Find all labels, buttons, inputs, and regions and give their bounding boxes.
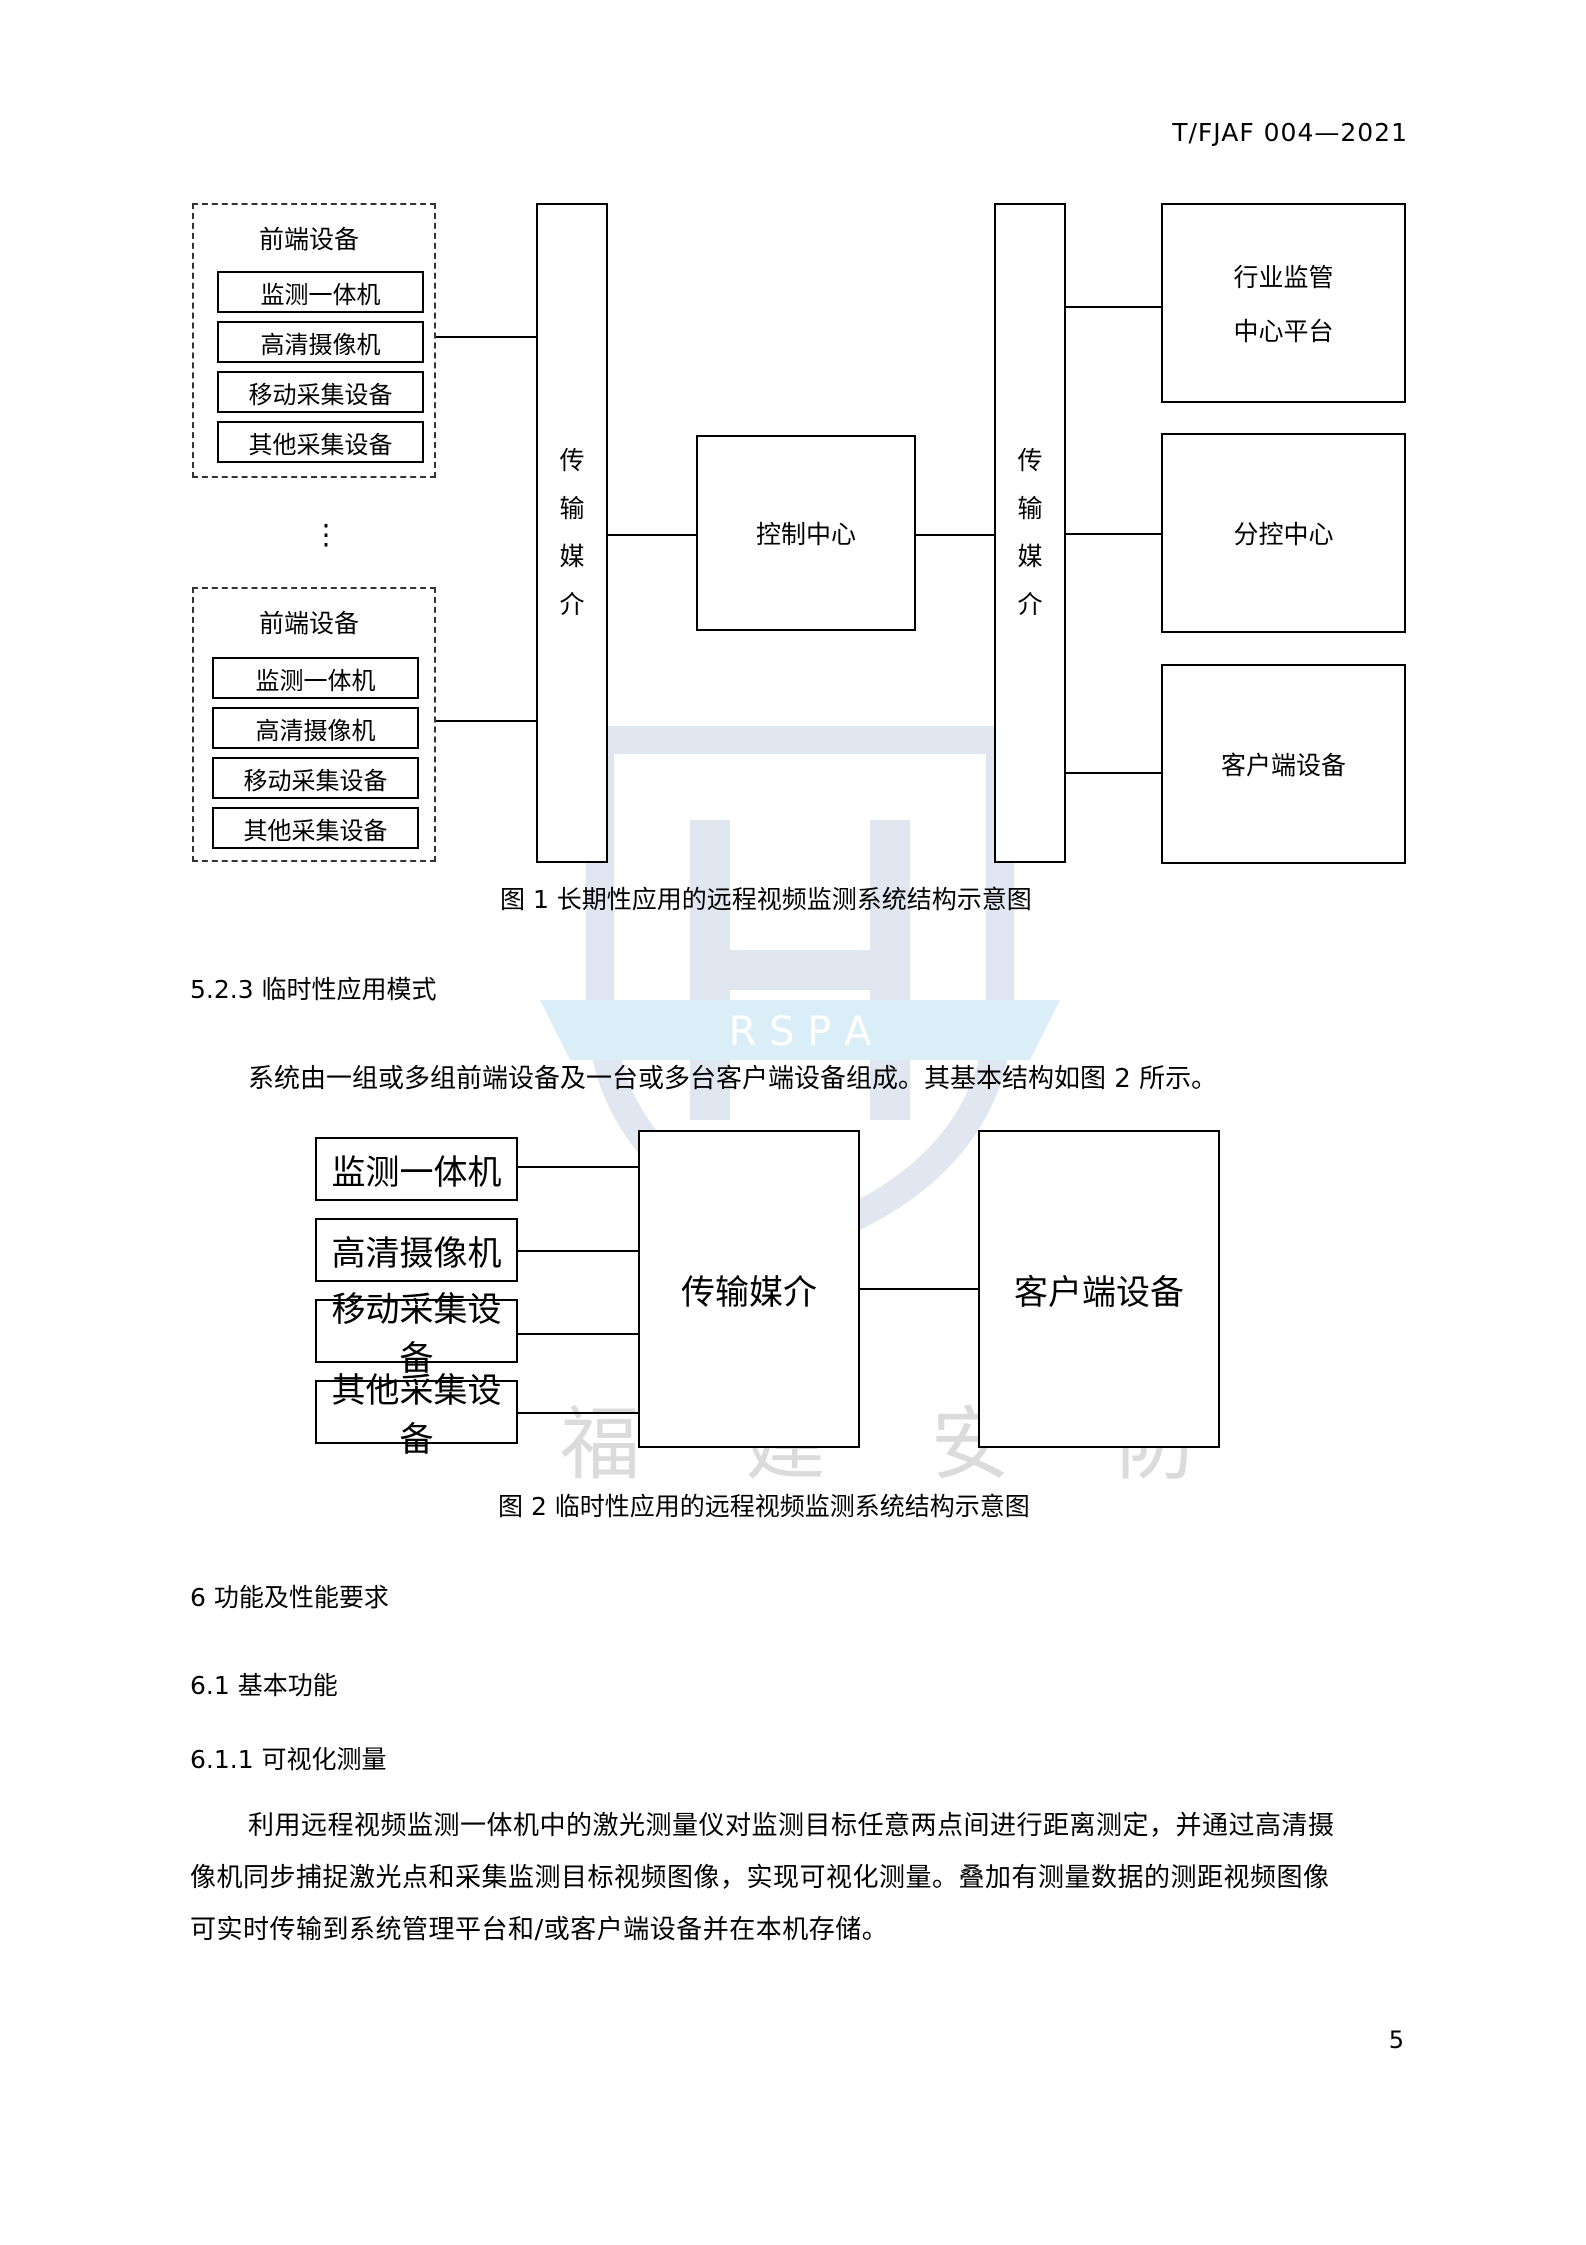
client-device-box: 客户端设备 [1161, 664, 1406, 864]
fig2-item-other: 其他采集设备 [315, 1371, 518, 1460]
fig2-connector-4 [518, 1412, 638, 1414]
fig2-item-monitor: 监测一体机 [315, 1137, 518, 1201]
medium-right-char-1: 传 [1017, 446, 1043, 475]
medium-right-char-4: 介 [1017, 590, 1043, 619]
section-6-1-1-heading: 6.1.1 可视化测量 [190, 1745, 387, 1774]
industry-line-1: 行业监管 [1233, 263, 1334, 292]
medium-left-char-3: 媒 [559, 542, 585, 571]
fig2-connector-3 [518, 1333, 638, 1335]
front-2-item-mobile: 移动采集设备 [212, 757, 419, 799]
section-5-2-3-text: 系统由一组或多组前端设备及一台或多台客户端设备组成。其基本结构如图 2 所示。 [248, 1064, 1218, 1094]
medium-right-char-3: 媒 [1017, 542, 1043, 571]
connector-group1-medium [436, 336, 536, 338]
section-5-2-3-heading: 5.2.3 临时性应用模式 [190, 975, 437, 1004]
document-code: T/FJAF 004—2021 [1172, 118, 1408, 147]
connector-medium-industry [1066, 306, 1161, 308]
connector-medium-control [608, 534, 696, 536]
section-6-1-1-paragraph: 利用远程视频监测一体机中的激光测量仪对监测目标任意两点间进行距离测定，并通过高清… [190, 1800, 1410, 1956]
front-1-item-other: 其他采集设备 [217, 421, 424, 463]
medium-left-char-1: 传 [559, 446, 585, 475]
transmission-medium-left: 传 输 媒 介 [536, 203, 608, 863]
fig2-item-mobile: 移动采集设备 [315, 1290, 518, 1379]
fig2-client-device-box: 客户端设备 [978, 1130, 1220, 1448]
fig2-connector-medium-client [860, 1288, 978, 1290]
paragraph-line-3: 可实时传输到系统管理平台和/或客户端设备并在本机存储。 [190, 1915, 889, 1945]
figure-2-caption: 图 2 临时性应用的远程视频监测系统结构示意图 [498, 1492, 1030, 1521]
front-1-item-mobile: 移动采集设备 [217, 371, 424, 413]
connector-medium-subcontrol [1066, 533, 1161, 535]
front-2-item-other: 其他采集设备 [212, 807, 419, 849]
figure-1-caption: 图 1 长期性应用的远程视频监测系统结构示意图 [500, 885, 1032, 914]
front-2-item-monitor: 监测一体机 [212, 657, 419, 699]
connector-medium-client [1066, 772, 1161, 774]
industry-supervision-platform-box: 行业监管 中心平台 [1161, 203, 1406, 403]
medium-right-char-2: 输 [1017, 494, 1043, 523]
transmission-medium-right: 传 输 媒 介 [994, 203, 1066, 863]
medium-left-char-4: 介 [559, 590, 585, 619]
watermark-letters: R S P A [729, 1009, 872, 1055]
front-2-item-camera: 高清摄像机 [212, 707, 419, 749]
connector-control-medium [916, 534, 994, 536]
fig2-connector-1 [518, 1166, 638, 1168]
fig2-item-camera: 高清摄像机 [315, 1218, 518, 1282]
front-device-group-2 [192, 587, 436, 862]
section-6-1-heading: 6.1 基本功能 [190, 1671, 338, 1700]
paragraph-line-2: 像机同步捕捉激光点和采集监测目标视频图像，实现可视化测量。叠加有测量数据的测距视… [190, 1863, 1330, 1893]
paragraph-line-1: 利用远程视频监测一体机中的激光测量仪对监测目标任意两点间进行距离测定，并通过高清… [248, 1811, 1335, 1841]
control-center-box: 控制中心 [696, 435, 916, 631]
industry-line-2: 中心平台 [1233, 317, 1334, 346]
front-device-group-1 [192, 203, 436, 478]
page-number: 5 [1388, 2026, 1404, 2054]
front-group-2-title: 前端设备 [259, 609, 360, 638]
sub-control-center-box: 分控中心 [1161, 433, 1406, 633]
section-6-heading: 6 功能及性能要求 [190, 1583, 389, 1612]
connector-group2-medium [436, 720, 536, 722]
front-1-item-camera: 高清摄像机 [217, 321, 424, 363]
medium-left-char-2: 输 [559, 494, 585, 523]
fig2-transmission-medium-box: 传输媒介 [638, 1130, 860, 1448]
front-group-1-title: 前端设备 [259, 225, 360, 254]
ellipsis-vertical: ⋮ [312, 518, 340, 551]
front-1-item-monitor: 监测一体机 [217, 271, 424, 313]
fig2-connector-2 [518, 1250, 638, 1252]
